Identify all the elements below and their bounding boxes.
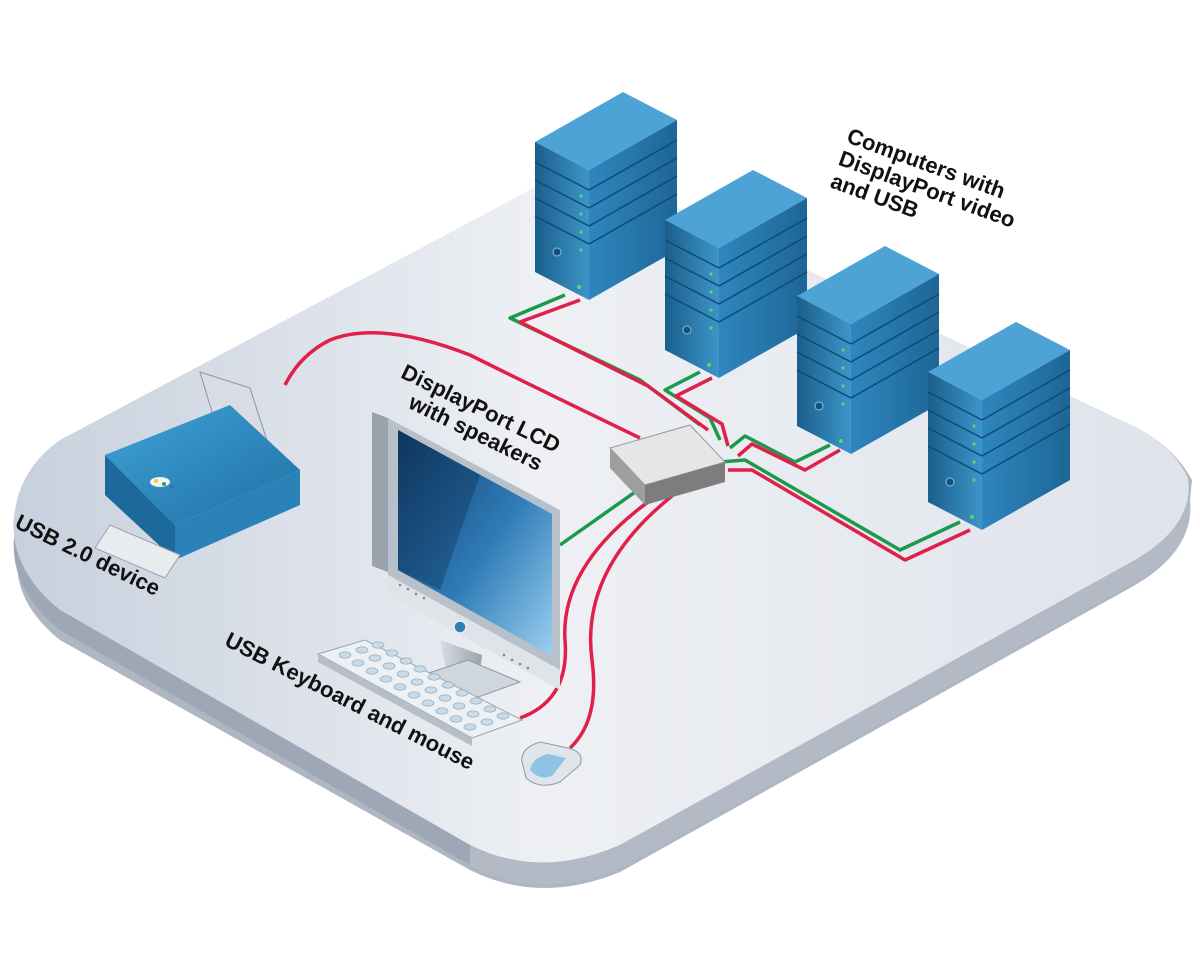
usb-cables xyxy=(283,298,971,750)
mouse-icon xyxy=(521,741,582,786)
printer-icon xyxy=(94,371,300,579)
status-lights xyxy=(150,477,174,489)
kvm-switch-icon xyxy=(609,424,726,505)
server-tower-icon xyxy=(534,92,678,300)
keyboard-icon xyxy=(316,639,524,746)
monitor-icon xyxy=(372,412,560,701)
speaker-grille xyxy=(398,583,530,670)
cables xyxy=(283,293,971,750)
